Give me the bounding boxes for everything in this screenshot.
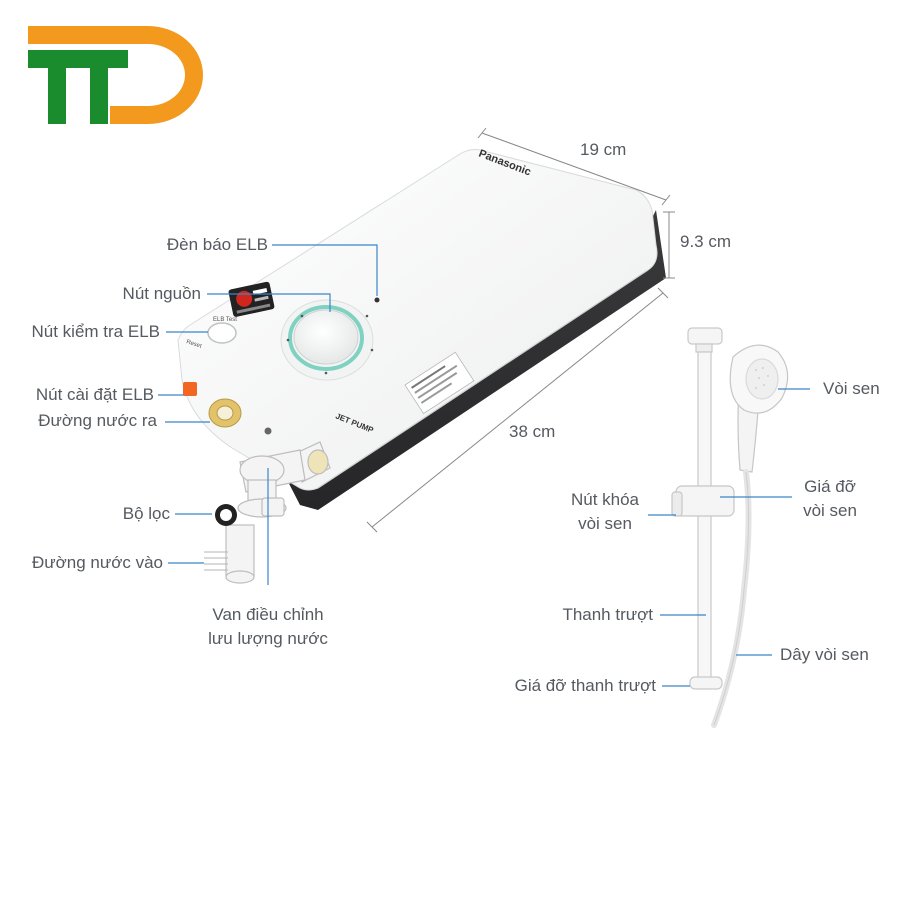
elb-reset-button xyxy=(183,382,197,396)
label-water-inlet: Đường nước vào xyxy=(31,553,163,572)
label-flow-valve-line1: Van điều chỉnh xyxy=(212,605,324,624)
label-hose: Dây vòi sen xyxy=(780,645,869,664)
label-shower-holder-line1: Giá đỡ xyxy=(804,477,856,496)
label-bar-bracket: Giá đỡ thanh trượt xyxy=(514,676,656,695)
label-shower-holder: Giá đỡ vòi sen xyxy=(785,475,875,523)
reset-text: Reset xyxy=(185,339,202,350)
warning-sticker xyxy=(228,281,275,317)
label-shower-holder-line2: vòi sen xyxy=(803,501,857,520)
shower-head xyxy=(729,344,789,473)
label-lock-button: Nút khóa vòi sen xyxy=(555,488,655,536)
elb-test-button: ELB Test xyxy=(207,317,237,344)
elb-test-text: ELB Test xyxy=(213,317,237,323)
elb-indicator-light xyxy=(374,297,380,303)
label-slide-bar: Thanh trượt xyxy=(562,605,653,624)
shower-slide-bar xyxy=(687,327,723,690)
label-elb-test-button: Nút kiểm tra ELB xyxy=(31,322,161,341)
leader-lines xyxy=(158,244,810,687)
label-lock-button-line1: Nút khóa xyxy=(570,490,640,509)
label-elb-indicator: Đèn báo ELB xyxy=(166,235,268,254)
rating-label xyxy=(404,351,475,415)
heater-edge-highlight xyxy=(317,269,649,489)
dim-height-label: 38 cm xyxy=(509,422,556,441)
valve-assembly xyxy=(225,441,331,584)
dimension-lines xyxy=(366,127,675,533)
logo-d-mark xyxy=(28,26,203,124)
shower-holder xyxy=(671,485,735,517)
logo-t-mark xyxy=(28,50,128,124)
label-elb-reset-button: Nút cài đặt ELB xyxy=(35,385,154,404)
shower-hose-edge xyxy=(713,471,750,726)
label-lock-button-line2: vòi sen xyxy=(578,514,632,533)
label-power-knob: Nút nguồn xyxy=(122,284,201,303)
label-filter: Bộ lọc xyxy=(122,504,170,523)
label-shower-head: Vòi sen xyxy=(823,379,880,398)
td-logo xyxy=(28,26,203,124)
filter-cap xyxy=(215,504,237,526)
dim-depth-label: 9.3 cm xyxy=(680,232,732,251)
water-outlet-fitting xyxy=(208,398,242,428)
power-knob xyxy=(280,299,374,381)
label-flow-valve: Van điều chỉnh lưu lượng nước xyxy=(188,603,348,651)
dim-width-label: 19 cm xyxy=(580,140,627,159)
body-screw xyxy=(264,427,272,435)
water-inlet-thread xyxy=(204,551,228,571)
label-water-outlet: Đường nước ra xyxy=(38,411,157,430)
label-flow-valve-line2: lưu lượng nước xyxy=(208,629,328,648)
